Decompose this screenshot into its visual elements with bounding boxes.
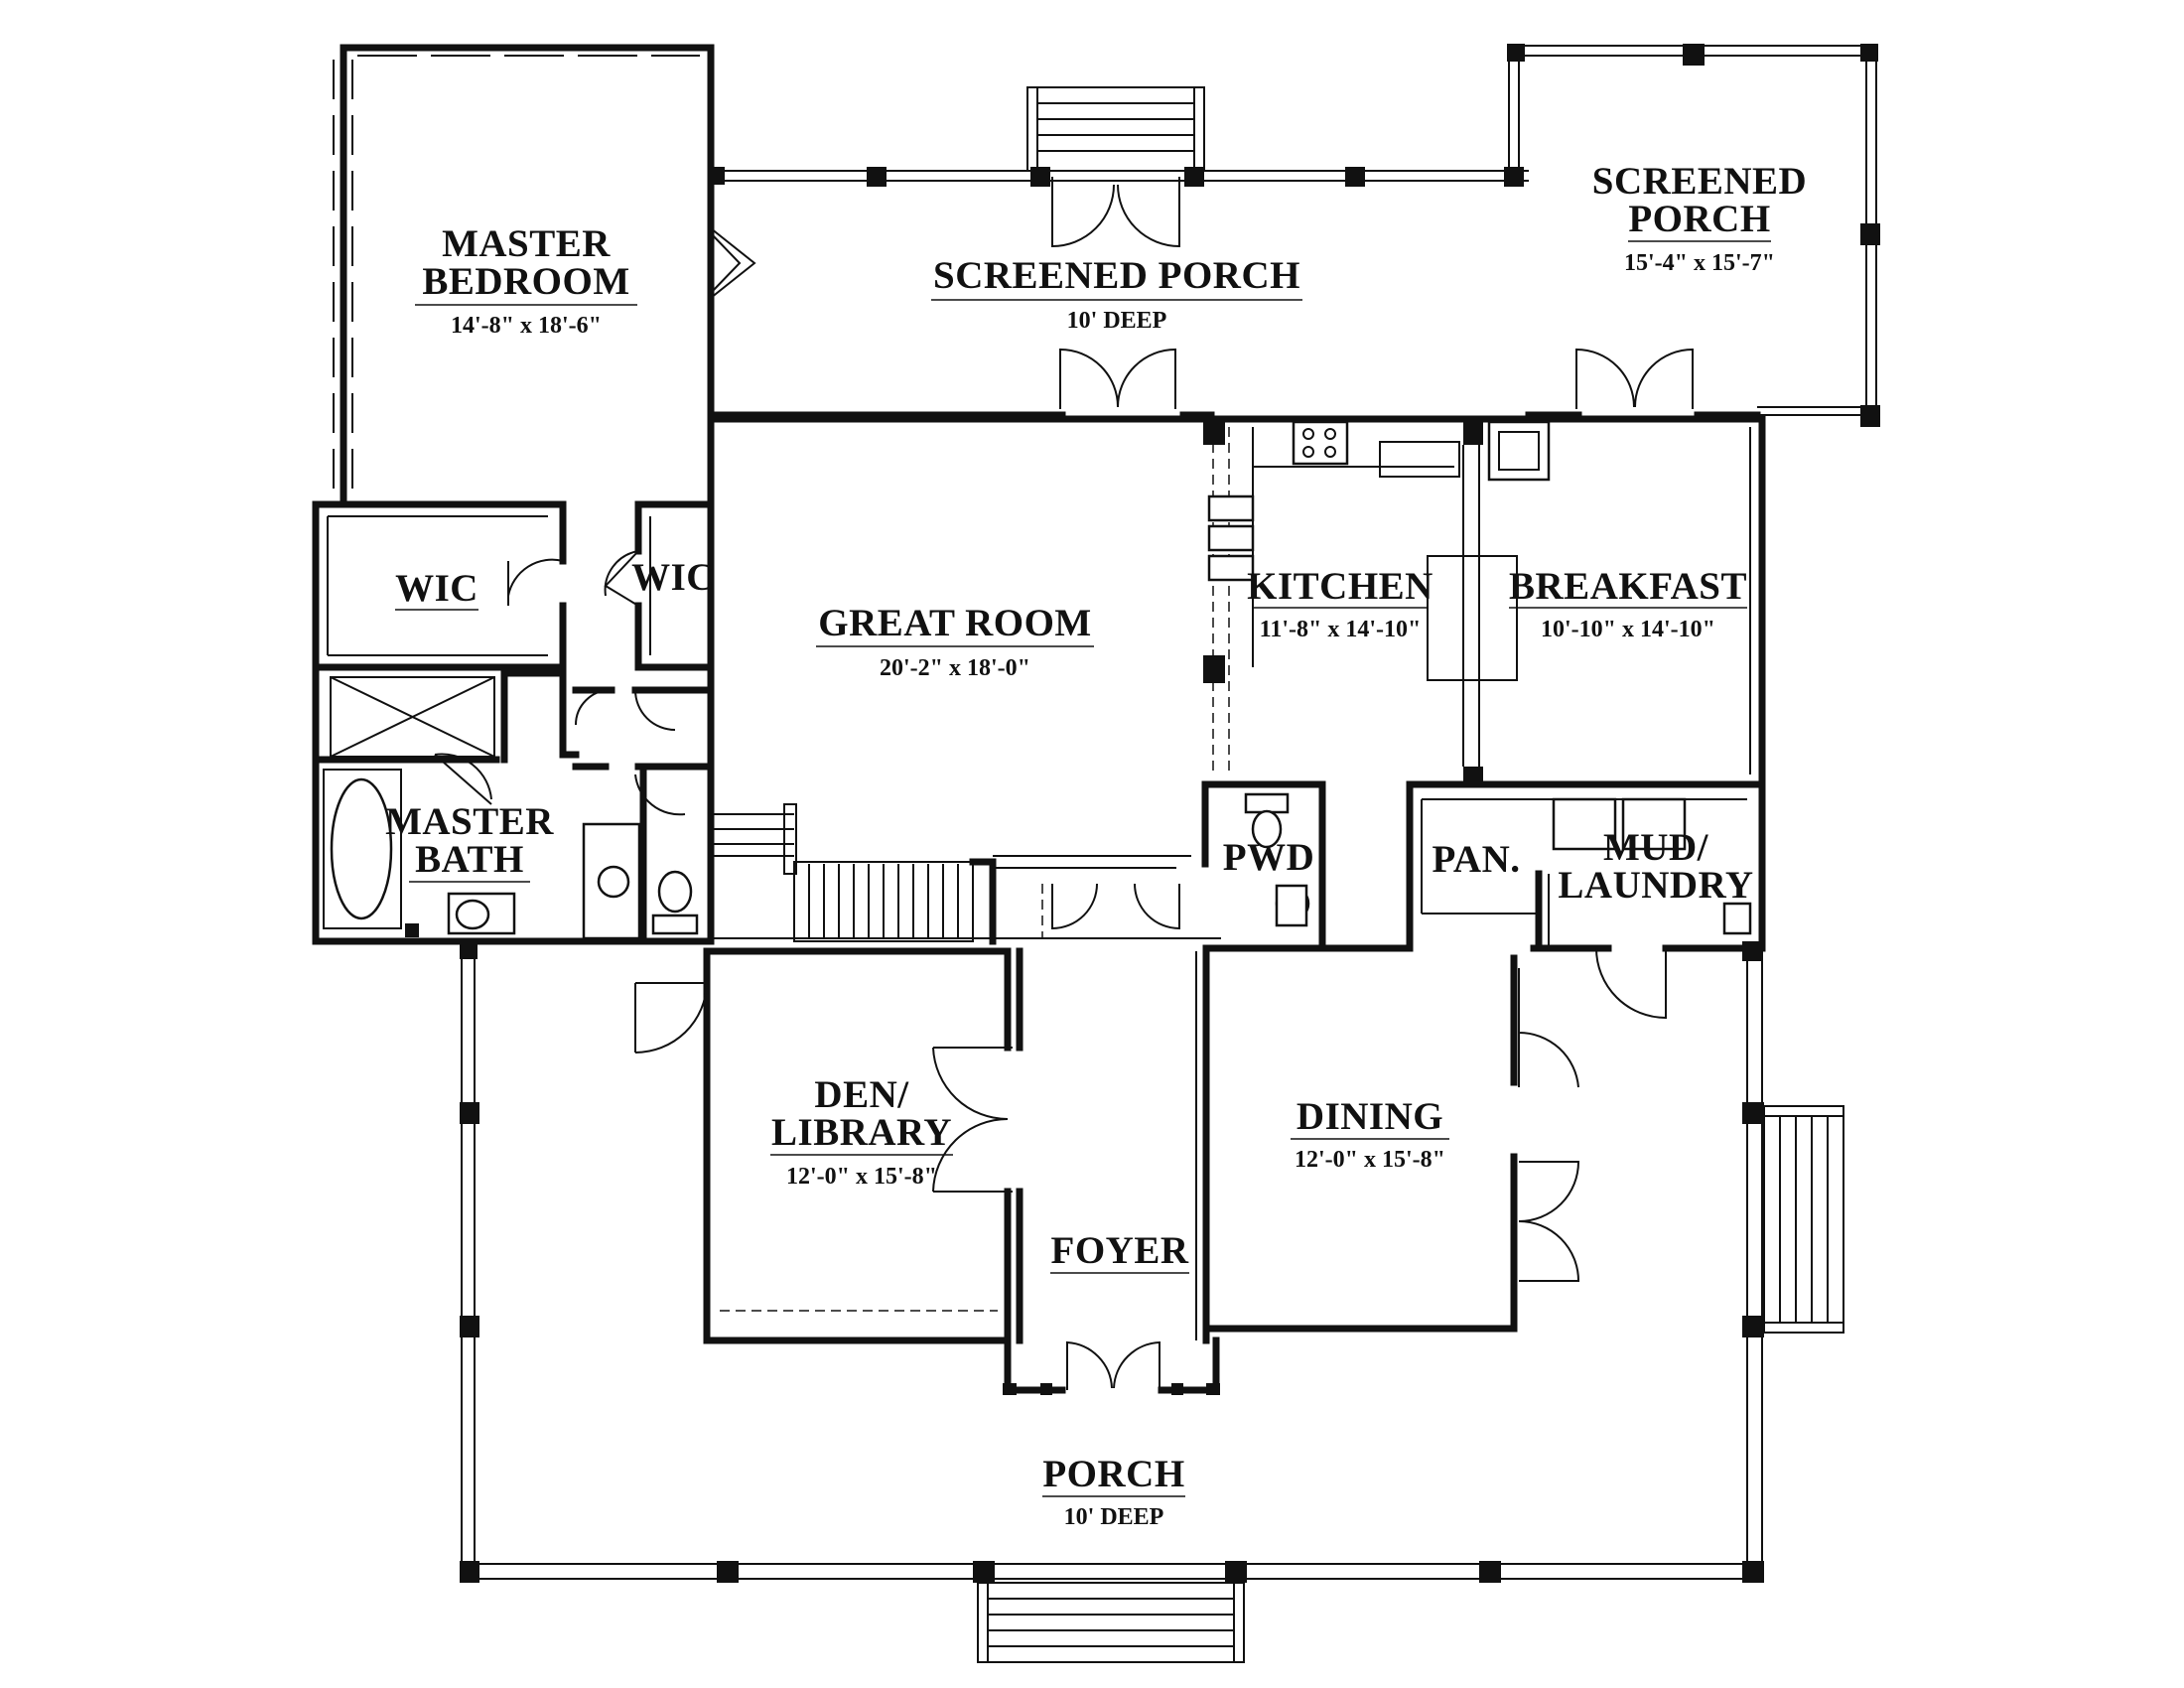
screened-porch-side-label-line1: SCREENED	[1592, 160, 1807, 203]
side-screened-porch	[1507, 44, 1880, 427]
master-bedroom-room	[333, 44, 756, 942]
breakfast-label: BREAKFAST	[1509, 565, 1747, 608]
dining-label: DINING	[1297, 1095, 1443, 1138]
foyer-walls	[1003, 947, 1220, 1395]
den-library-dims: 12'-0" x 15'-8"	[786, 1164, 937, 1190]
wic-right-label: WIC	[631, 556, 715, 599]
wic-left-label: WIC	[395, 567, 478, 610]
den-library-walls	[634, 937, 1221, 1344]
den-library-label-line2: LIBRARY	[771, 1111, 952, 1154]
porch-label: PORCH	[1042, 1453, 1184, 1495]
den-library-label-line1: DEN/	[814, 1073, 909, 1116]
screened-porch-rear-label: SCREENED PORCH	[933, 254, 1300, 297]
pwd-pantry-laundry	[1201, 780, 1766, 1020]
great-room-dims: 20'-2" x 18'-0"	[880, 655, 1030, 681]
master-bedroom-dims: 14'-8" x 18'-6"	[451, 313, 602, 339]
screened-porch-side-label-line2: PORCH	[1628, 198, 1770, 240]
foyer-label: FOYER	[1051, 1229, 1189, 1272]
breakfast-dims: 10'-10" x 14'-10"	[1541, 617, 1715, 642]
mud-laundry-label-line2: LAUNDRY	[1558, 864, 1753, 907]
kitchen-dims: 11'-8" x 14'-10"	[1260, 617, 1422, 642]
kitchen-breakfast-walls	[1187, 415, 1766, 788]
master-bath-label-line2: BATH	[415, 838, 524, 881]
great-room-label: GREAT ROOM	[818, 602, 1092, 644]
room-labels: MASTER BEDROOM 14'-8" x 18'-6" SCREENED …	[385, 160, 1807, 1530]
pwd-label: PWD	[1223, 836, 1315, 879]
stair-treads	[808, 864, 959, 938]
master-bath-label-line1: MASTER	[385, 800, 554, 843]
dining-dims: 12'-0" x 15'-8"	[1295, 1147, 1445, 1173]
rear-screened-porch	[707, 86, 1761, 419]
master-bedroom-label-line2: BEDROOM	[422, 260, 629, 303]
mud-laundry-label-line1: MUD/	[1603, 826, 1709, 869]
pantry-label: PAN.	[1432, 838, 1520, 881]
screened-porch-rear-dims: 10' DEEP	[1067, 308, 1167, 334]
master-suite-walls	[312, 500, 715, 945]
porch-dims: 10' DEEP	[1064, 1504, 1164, 1530]
kitchen-label: KITCHEN	[1247, 565, 1433, 608]
front-porch	[460, 941, 1844, 1663]
master-bedroom-label-line1: MASTER	[442, 222, 611, 265]
screened-porch-side-dims: 15'-4" x 15'-7"	[1624, 250, 1775, 276]
dining-walls	[1202, 944, 1580, 1333]
